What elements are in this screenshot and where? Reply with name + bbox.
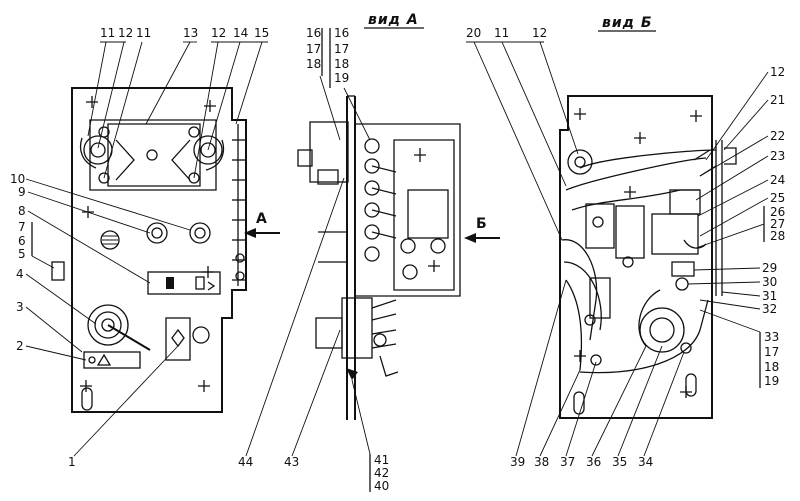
callout-3: 3 bbox=[16, 300, 24, 314]
callout-12b: 12 bbox=[211, 26, 226, 40]
callout-22: 22 bbox=[770, 129, 785, 143]
callout-8: 8 bbox=[18, 204, 26, 218]
callout-19b: 19 bbox=[764, 374, 779, 388]
callout-12c: 12 bbox=[532, 26, 547, 40]
callout-24: 24 bbox=[770, 173, 785, 187]
callout-2: 2 bbox=[16, 339, 24, 353]
callout-7: 7 bbox=[18, 220, 26, 234]
callout-29: 29 bbox=[762, 261, 777, 275]
callout-43: 43 bbox=[284, 455, 299, 469]
callout-33: 33 bbox=[764, 330, 779, 344]
callout-15: 15 bbox=[254, 26, 269, 40]
view-b-title: вид Б bbox=[602, 15, 653, 31]
callout-18b: 18 bbox=[334, 57, 349, 71]
callout-17c: 17 bbox=[764, 345, 779, 359]
callout-25: 25 bbox=[770, 191, 785, 205]
view-b-arrow: Б bbox=[464, 216, 500, 243]
callout-5: 5 bbox=[18, 247, 26, 261]
callout-12d: 12 bbox=[770, 65, 785, 79]
view-a-title: вид А bbox=[368, 12, 419, 28]
callout-6: 6 bbox=[18, 234, 26, 248]
callout-42: 42 bbox=[374, 466, 389, 480]
callout-18a: 18 bbox=[306, 57, 321, 71]
left-callouts: 11 12 11 13 12 14 15 10 9 8 7 6 5 4 3 2 … bbox=[10, 26, 269, 469]
view-a-arrow: А bbox=[244, 211, 280, 238]
callout-14: 14 bbox=[233, 26, 248, 40]
side-view-a bbox=[297, 95, 461, 420]
callout-1: 1 bbox=[68, 455, 76, 469]
middle-callouts: 16 17 18 16 17 18 19 44 43 41 42 40 bbox=[238, 26, 389, 493]
callout-20: 20 bbox=[466, 26, 481, 40]
callout-34: 34 bbox=[638, 455, 653, 469]
callout-16a: 16 bbox=[306, 26, 321, 40]
callout-18c: 18 bbox=[764, 360, 779, 374]
callout-9: 9 bbox=[18, 185, 26, 199]
callout-23: 23 bbox=[770, 149, 785, 163]
callout-30: 30 bbox=[762, 275, 777, 289]
arrow-a-letter: А bbox=[256, 211, 267, 227]
callout-12a: 12 bbox=[118, 26, 133, 40]
callout-16b: 16 bbox=[334, 26, 349, 40]
callout-35: 35 bbox=[612, 455, 627, 469]
callout-19: 19 bbox=[334, 71, 349, 85]
callout-36: 36 bbox=[586, 455, 601, 469]
callout-44: 44 bbox=[238, 455, 253, 469]
callout-40: 40 bbox=[374, 479, 389, 493]
callout-10: 10 bbox=[10, 172, 25, 186]
callout-39: 39 bbox=[510, 455, 525, 469]
callout-21: 21 bbox=[770, 93, 785, 107]
callout-27: 27 bbox=[770, 217, 785, 231]
callout-28: 28 bbox=[770, 229, 785, 243]
callout-11c: 11 bbox=[494, 26, 509, 40]
callout-17b: 17 bbox=[334, 42, 349, 56]
callout-4: 4 bbox=[16, 267, 24, 281]
callout-37: 37 bbox=[560, 455, 575, 469]
callout-26: 26 bbox=[770, 205, 785, 219]
back-view-b bbox=[559, 95, 737, 419]
callout-31: 31 bbox=[762, 289, 777, 303]
callout-32: 32 bbox=[762, 302, 777, 316]
callout-13: 13 bbox=[183, 26, 198, 40]
callout-41: 41 bbox=[374, 453, 389, 467]
callout-11a: 11 bbox=[100, 26, 115, 40]
callout-38: 38 bbox=[534, 455, 549, 469]
callout-11b: 11 bbox=[136, 26, 151, 40]
callout-17a: 17 bbox=[306, 42, 321, 56]
right-callouts: 20 11 12 12 21 22 23 24 25 26 27 28 29 3… bbox=[466, 26, 785, 469]
arrow-b-letter: Б bbox=[476, 216, 487, 232]
terminal-studs bbox=[364, 138, 446, 280]
front-panel-view bbox=[51, 87, 247, 413]
